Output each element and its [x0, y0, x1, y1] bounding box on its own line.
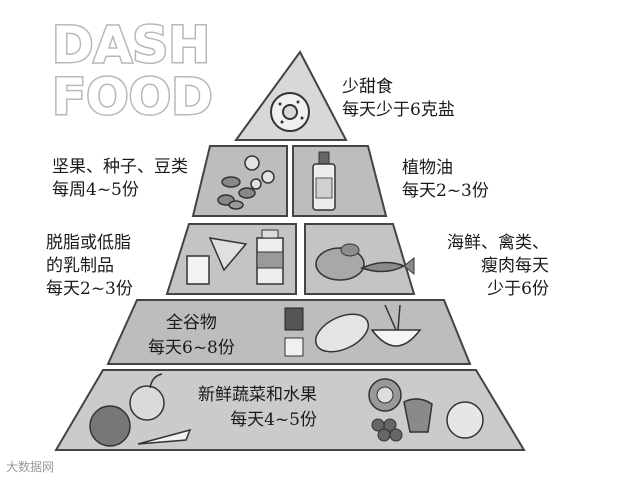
tier-oil-shape: [292, 145, 388, 217]
title-line1: DASH: [52, 16, 210, 74]
label-meat-line3: 少于6份: [487, 279, 549, 299]
label-top-line1: 少甜食: [342, 77, 393, 97]
nuts-icon: [217, 155, 275, 210]
label-veg: 新鲜蔬菜和水果 每天4~5份: [198, 384, 317, 432]
donut-icon: [270, 92, 310, 132]
label-oil: 植物油 每天2~3份: [402, 157, 489, 203]
label-top: 少甜食 每天少于6克盐: [342, 76, 455, 122]
fruits-icon: [368, 378, 484, 442]
vegetables-icon: [89, 373, 192, 447]
label-dairy-line3: 每天2~3份: [46, 279, 133, 299]
label-oil-line1: 植物油: [402, 158, 453, 178]
label-meat-line1: 海鲜、禽类、: [447, 233, 549, 253]
label-nuts: 坚果、种子、豆类 每周4~5份: [52, 156, 188, 202]
label-meat: 海鲜、禽类、 瘦肉每天 少于6份: [447, 232, 549, 301]
poultry-fish-icon: [315, 243, 415, 281]
label-top-line2: 每天少于6克盐: [342, 100, 455, 120]
grain-icon: [284, 304, 422, 357]
label-grain-line1: 全谷物: [165, 313, 217, 333]
label-grain-line2: 每天6~8份: [148, 338, 235, 358]
label-veg-line2: 每天4~5份: [230, 410, 317, 430]
title-line2: FOOD: [52, 68, 213, 126]
label-nuts-line2: 每周4~5份: [52, 180, 139, 200]
tier-veg-shape: [54, 369, 526, 451]
label-dairy-line1: 脱脂或低脂: [46, 233, 131, 253]
dash-food-title: DASH FOOD: [51, 15, 215, 128]
label-dairy-line2: 的乳制品: [46, 256, 114, 276]
label-meat-line2: 瘦肉每天: [481, 256, 549, 276]
tier-grain-shape: [106, 299, 472, 365]
watermark: 大数据网: [6, 460, 55, 474]
oil-bottle-icon: [312, 151, 336, 211]
label-dairy: 脱脂或低脂 的乳制品 每天2~3份: [46, 232, 133, 301]
label-oil-line2: 每天2~3份: [402, 181, 489, 201]
label-grain: 全谷物 每天6~8份: [148, 312, 235, 360]
dairy-icon: [186, 229, 284, 285]
label-nuts-line1: 坚果、种子、豆类: [52, 157, 188, 177]
label-veg-line1: 新鲜蔬菜和水果: [198, 385, 317, 405]
